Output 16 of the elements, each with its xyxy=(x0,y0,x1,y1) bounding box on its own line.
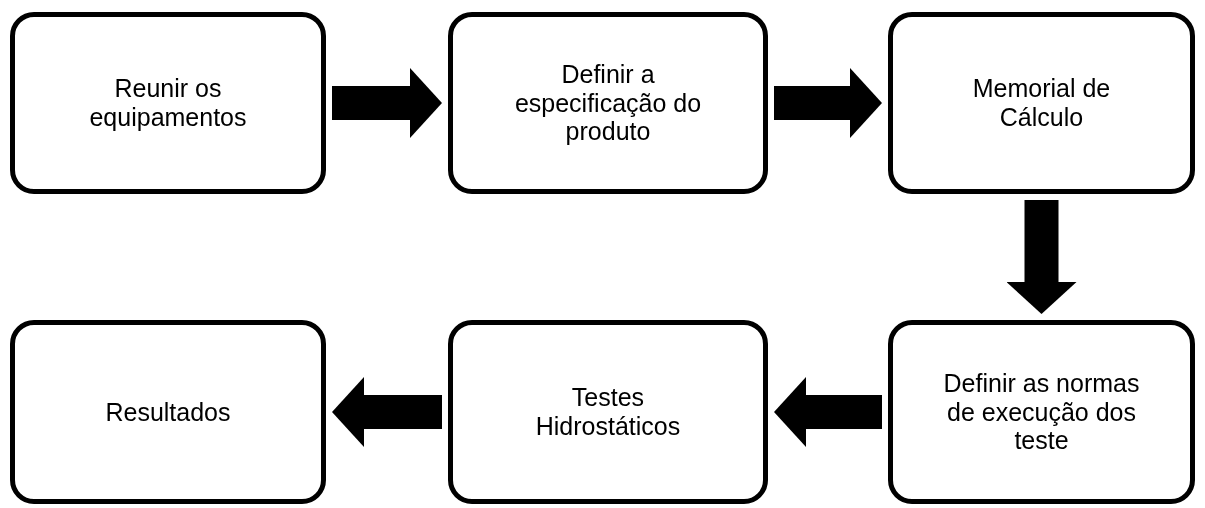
block-arrow xyxy=(332,377,442,447)
process-box xyxy=(448,320,768,504)
process-box xyxy=(448,12,768,194)
process-box xyxy=(888,320,1195,504)
block-arrow xyxy=(774,68,882,138)
step-text: Reunir os equipamentos xyxy=(88,74,248,132)
step-text: Resultados xyxy=(105,397,231,427)
block-arrow xyxy=(1006,200,1077,314)
step-text: Testes Hidrostáticos xyxy=(534,383,682,441)
process-box xyxy=(888,12,1195,194)
step-text: Definir as normas de execução dos teste xyxy=(942,368,1141,456)
step-text: Memorial de Cálculo xyxy=(971,74,1112,132)
process-box xyxy=(10,12,326,194)
process-box xyxy=(10,320,326,504)
step-text: Definir a especificação do produto xyxy=(513,59,703,147)
block-arrow xyxy=(332,68,442,138)
